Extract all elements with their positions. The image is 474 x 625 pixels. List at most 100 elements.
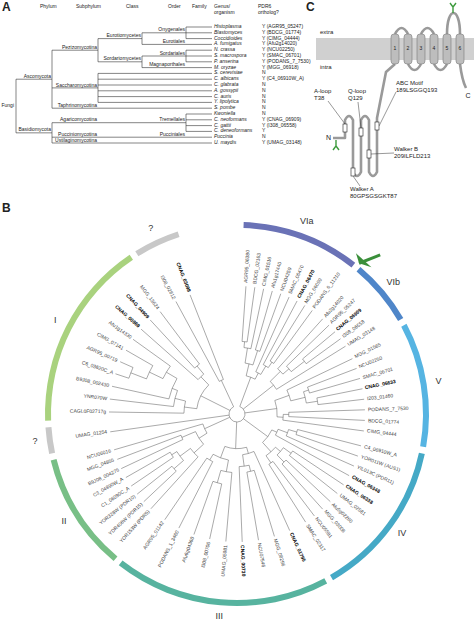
tree-branch — [98, 96, 212, 97]
tree-branch — [98, 73, 212, 74]
organism-name: A. gossypii — [214, 88, 238, 94]
helix-number: 6 — [459, 46, 462, 52]
leaf-label: C6_03620C_A — [81, 360, 114, 376]
panel-letter: C — [306, 1, 315, 14]
organism-name: S. cerevisiae — [214, 71, 243, 77]
leaf-label: MGG_08256 — [273, 538, 287, 567]
organism-name: A. fumigatus — [214, 42, 242, 48]
leader-line — [328, 101, 345, 124]
tree-branch — [109, 412, 184, 413]
ortholog-call: N — [262, 94, 266, 100]
tree-branch — [270, 305, 305, 361]
organism-name: C. glabrata — [214, 82, 238, 88]
tree-branch — [175, 398, 186, 401]
tree-branch — [186, 27, 212, 28]
tree-branch — [240, 377, 251, 406]
tree-branch — [269, 464, 306, 522]
tree-branch — [114, 424, 203, 450]
ortholog-call: Y (CIMG_04444) — [262, 36, 300, 42]
leaf-label: PODANS_1_3460 — [157, 529, 180, 568]
leader-line — [379, 92, 396, 126]
tree-branch — [186, 56, 212, 57]
column-header: Subphylum — [76, 4, 101, 10]
tree-branch — [304, 390, 309, 392]
leaf-label: I203_01460 — [367, 393, 394, 402]
tree-branch — [98, 143, 212, 144]
clade-label: II — [61, 517, 66, 527]
tree-branch — [229, 407, 245, 422]
tree-branch — [289, 456, 337, 494]
tree-branch — [98, 122, 186, 123]
ortholog-call: Y (NCU02250) — [262, 47, 295, 53]
tree-branch — [98, 85, 212, 86]
tree-branch — [16, 79, 52, 80]
organism-name: Histoplasma — [214, 24, 242, 30]
tree-branch — [253, 351, 258, 365]
phylogenetic-tree — [109, 286, 365, 542]
taxon-label: Saccharomycotina — [56, 82, 97, 88]
organism-name: C. neoformans — [214, 117, 247, 123]
helix-number: 1 — [394, 46, 397, 52]
tree-branch — [272, 430, 277, 432]
motif-box — [351, 168, 355, 176]
organism-name: C. albicans — [214, 76, 239, 82]
tree-branch — [247, 287, 255, 342]
clade-label: VIa — [300, 217, 314, 227]
tree-branch — [242, 286, 246, 341]
clade-label: V — [435, 377, 441, 387]
tree-branch — [131, 373, 147, 379]
region-label: intra — [320, 64, 332, 71]
leaf-label: I308_00706 — [201, 541, 212, 568]
clade-label: ? — [148, 224, 153, 234]
tree-branch — [115, 374, 128, 378]
ortholog-call: Y — [262, 129, 265, 135]
tree-branch — [275, 435, 349, 476]
ortholog-call: Y (I308_06558) — [262, 123, 296, 129]
clade-band — [45, 427, 55, 454]
panel-letter: B — [2, 202, 11, 215]
leaf-label: BDCG_02163 — [252, 253, 262, 285]
taxon-label: Sordariomycetes — [103, 56, 141, 62]
tree-branch — [286, 436, 354, 466]
tree-branch — [221, 446, 225, 457]
tree-branch — [243, 385, 273, 409]
taxon-label: Fungi — [1, 103, 14, 109]
tree-branch — [186, 119, 212, 120]
tree-branch — [172, 388, 177, 390]
tree-branch — [186, 38, 212, 39]
tree-branch — [151, 457, 198, 509]
tree-branch — [245, 348, 247, 363]
tm-helix — [391, 34, 399, 64]
ortholog-call: N — [262, 88, 266, 94]
motif-callout: A-loop T38 — [314, 88, 336, 101]
tree-branch — [283, 448, 291, 454]
tree-branch — [190, 295, 223, 380]
protein-loop — [434, 64, 447, 70]
tree-branch — [226, 460, 228, 472]
tree-branch — [186, 114, 212, 115]
ortholog-call: N — [262, 105, 266, 111]
tree-branch — [298, 430, 361, 446]
tree-branch — [16, 132, 52, 133]
taxon-label: Eurotiomycetes — [107, 33, 141, 39]
leaf-label: NCU07546 — [256, 543, 266, 568]
arrow-head — [356, 253, 371, 267]
helix-number: 3 — [420, 46, 423, 52]
ortholog-call: N — [262, 134, 266, 140]
tree-branch — [256, 297, 289, 372]
leader-line — [353, 176, 360, 186]
tree-branch — [266, 456, 271, 463]
tree-branch — [287, 359, 353, 390]
clade-label: ? — [32, 437, 37, 447]
tree-branch — [210, 454, 213, 460]
panel-letter: A — [2, 1, 11, 14]
motif-callout: Walker B 209ILFLD213 — [394, 146, 434, 159]
tree-branch — [270, 371, 280, 381]
motif-callout: Walker A 80GPSGSGKT87 — [350, 186, 392, 199]
organism-name: N. crassa — [214, 47, 235, 53]
tree-branch — [276, 346, 345, 389]
glycosylation-mark — [333, 140, 339, 150]
tree-branch — [201, 377, 209, 385]
clade-band — [401, 324, 429, 447]
tree-branch — [278, 319, 323, 369]
